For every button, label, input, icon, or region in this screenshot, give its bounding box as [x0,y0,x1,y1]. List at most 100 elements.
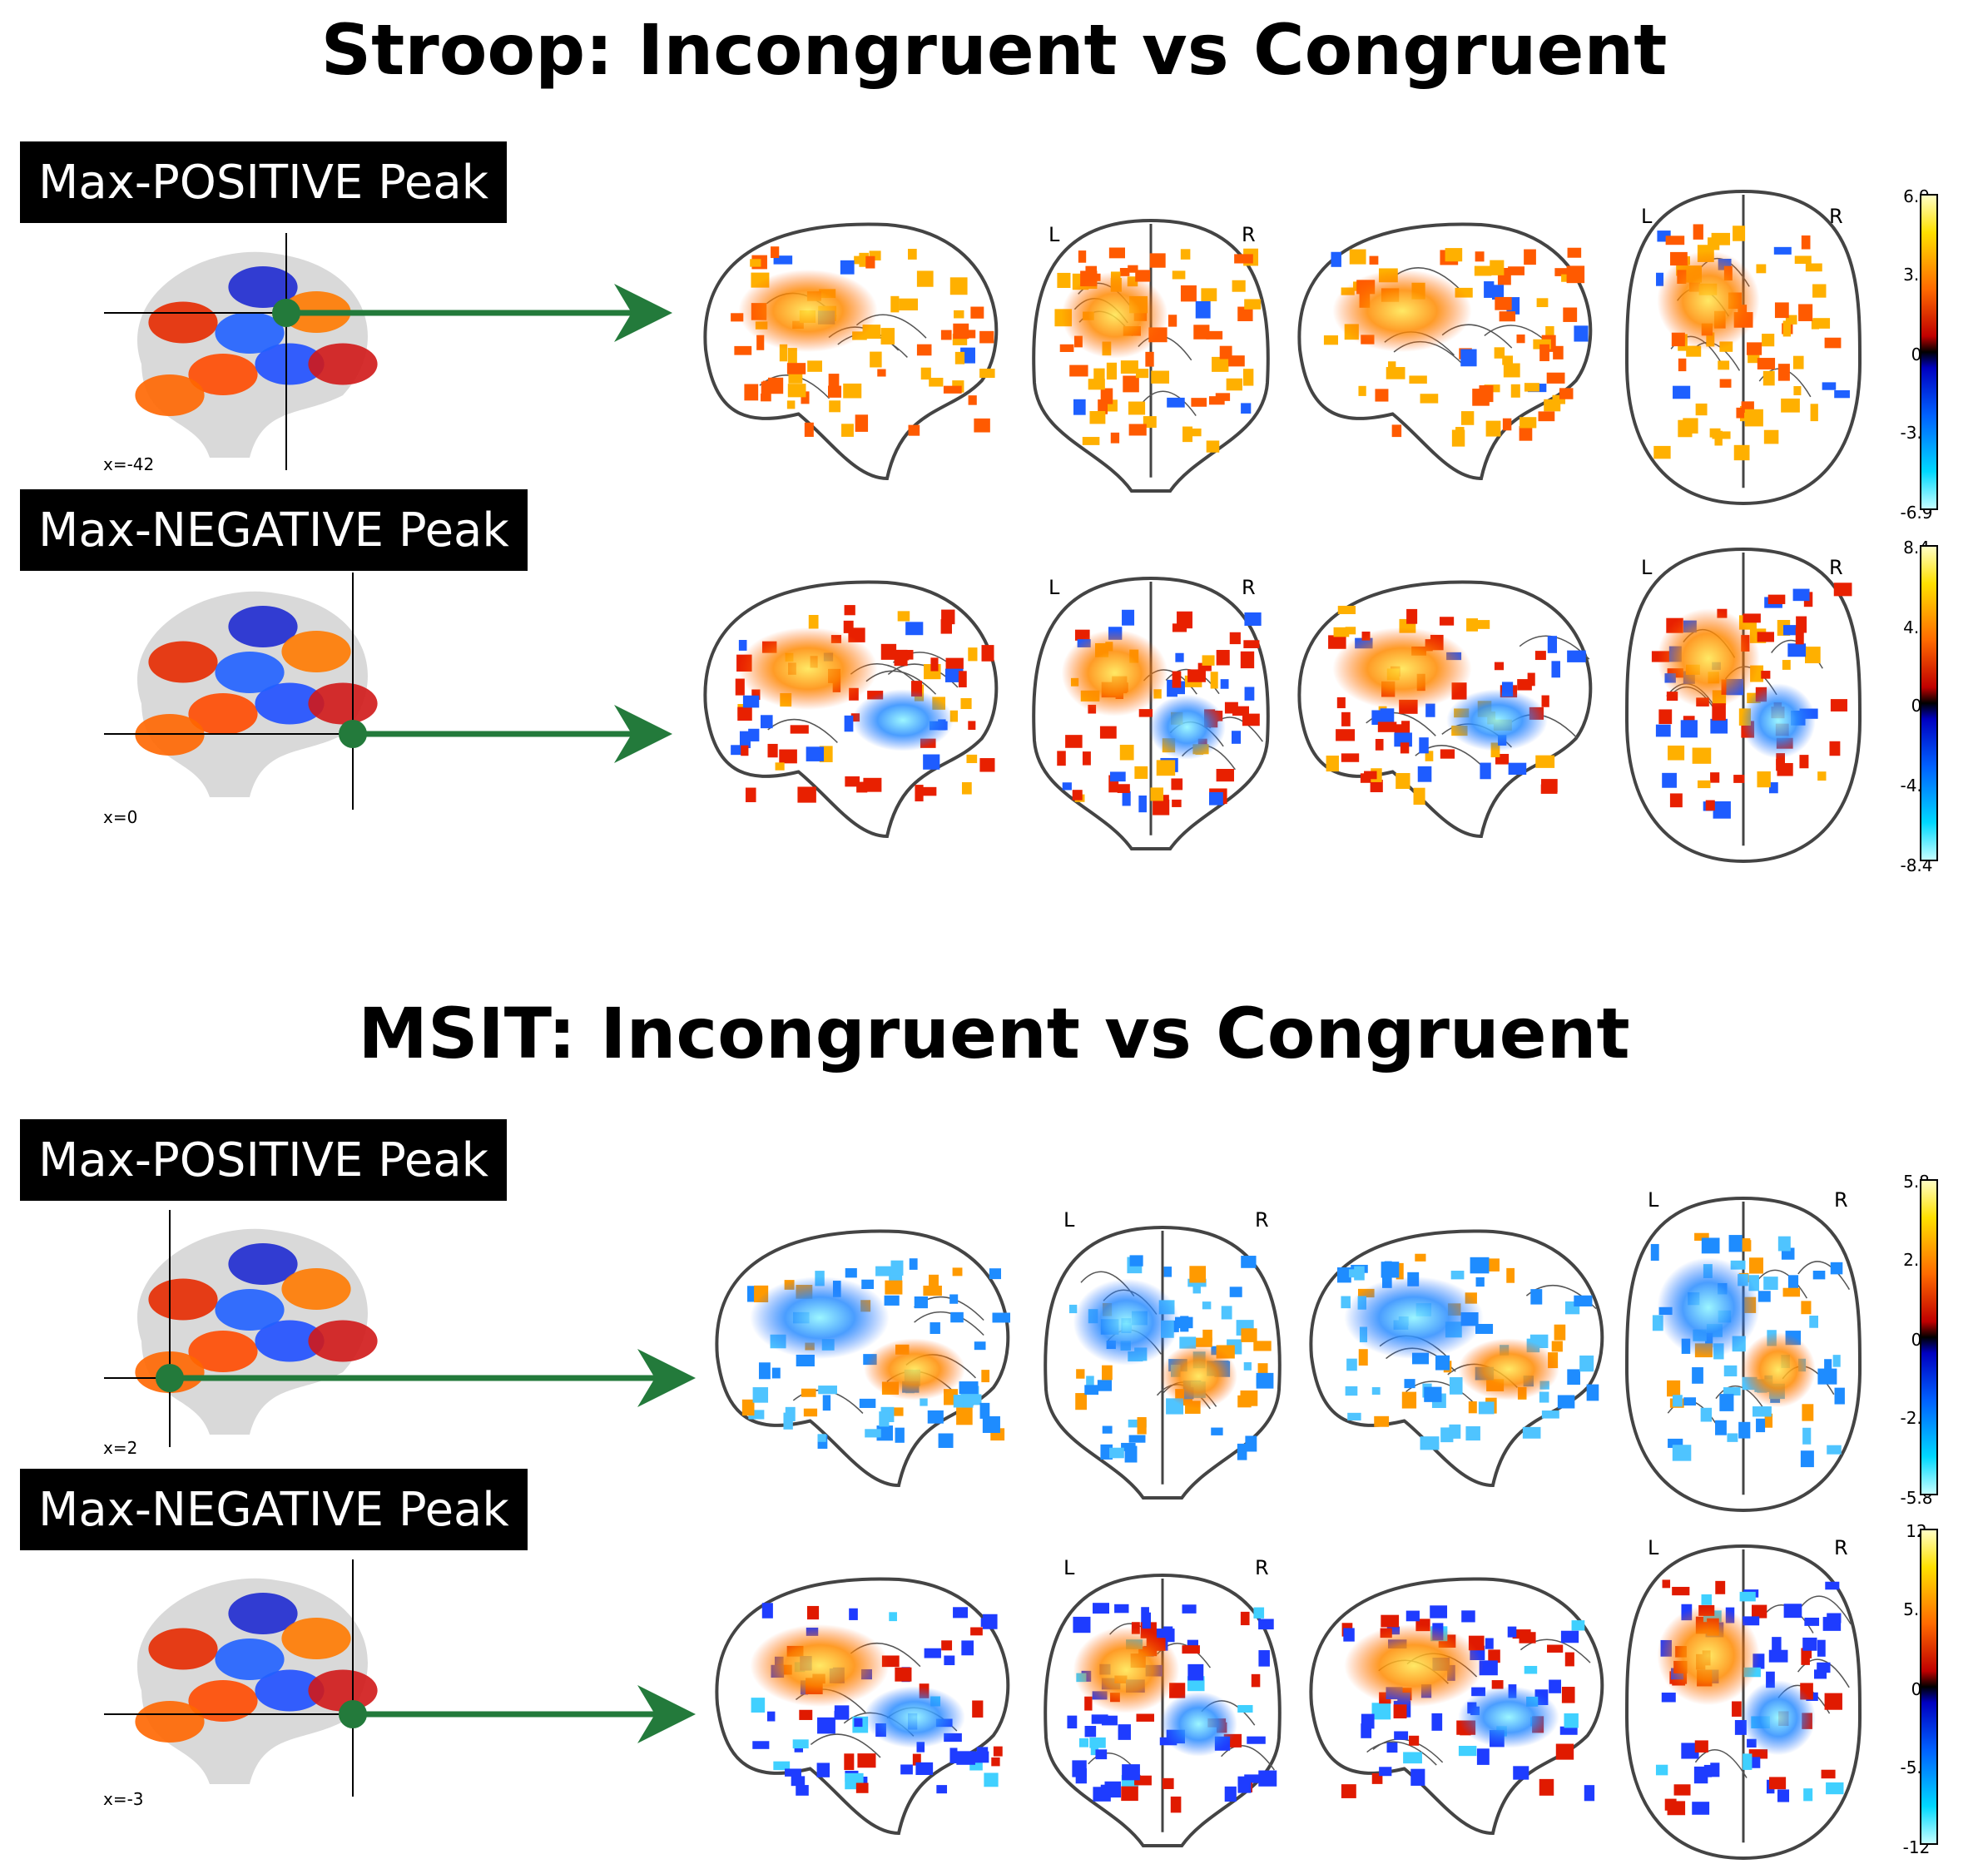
activation-voxel [970,306,984,319]
activation-cluster [1741,1680,1816,1756]
activation-voxel [1137,1416,1147,1435]
activation-voxel [1650,1243,1659,1261]
activation-voxel [803,1408,818,1417]
activation-voxel [1519,1632,1536,1643]
activation-voxel [1371,1387,1381,1396]
activation-voxel [1746,342,1762,355]
activation-voxel [854,1718,863,1728]
activation-blob [228,1243,298,1285]
activation-voxel [1539,1778,1554,1796]
activation-voxel [786,363,806,374]
activation-voxel [1730,1260,1746,1270]
activation-voxel [1163,1626,1173,1636]
activation-voxel [972,1700,984,1718]
colorbar [1920,1179,1938,1495]
activation-voxel [834,1705,850,1718]
activation-voxel [1163,1267,1172,1277]
activation-voxel [1461,1610,1475,1623]
activation-voxel [968,721,976,730]
activation-voxel [844,1753,855,1771]
activation-voxel [1379,1767,1392,1777]
activation-voxel [1798,304,1813,321]
activation-voxel [1536,298,1549,308]
activation-blob [255,343,325,385]
activation-voxel [1768,1649,1788,1663]
activation-voxel [1485,1638,1494,1649]
activation-voxel [744,384,759,401]
activation-voxel [1554,268,1570,276]
activation-voxel [1480,762,1491,780]
activation-voxel [1410,1768,1425,1786]
activation-blob [308,682,378,725]
activation-voxel [1187,1639,1198,1649]
activation-voxel [1212,356,1229,372]
activation-voxel [1336,1267,1351,1283]
glass-brain-outline [715,1229,1010,1488]
activation-voxel [1220,679,1229,689]
activation-voxel [1499,311,1516,322]
activation-voxel [1128,1435,1146,1443]
activation-voxel [1119,268,1130,276]
activation-voxel [1743,1616,1760,1626]
activation-voxel [1197,662,1212,672]
activation-voxel [1574,1295,1593,1306]
activation-voxel [1538,411,1555,422]
activation-voxel [885,1280,903,1295]
activation-voxel [1723,1365,1738,1377]
activation-voxel [1554,1324,1566,1341]
activation-voxel [981,1370,990,1383]
activation-voxel [1662,772,1677,788]
activation-voxel [900,1764,913,1775]
activation-blob [148,1628,218,1670]
activation-voxel [1187,669,1206,682]
activation-voxel [870,351,882,368]
activation-voxel [1762,370,1775,386]
sulcus-line [767,718,838,743]
activation-voxel [1782,660,1791,670]
msit-section-title: MSIT: Incongruent vs Congruent [358,993,1630,1074]
activation-voxel [1189,1266,1207,1283]
activation-voxel [908,424,920,436]
stroop-positive-peak-label: Max-POSITIVE Peak [20,141,508,223]
activation-voxel [1134,1775,1152,1786]
activation-voxel [940,330,952,340]
activation-voxel [1386,367,1405,379]
activation-voxel [907,249,917,260]
activation-voxel [1763,1277,1778,1291]
activation-voxel [927,1410,944,1424]
activation-voxel [1506,1267,1515,1283]
activation-voxel [1358,385,1366,396]
activation-voxel [1237,1443,1247,1460]
activation-voxel [1564,1713,1579,1728]
activation-voxel [818,1386,837,1395]
sulcus-line [914,1311,984,1336]
activation-voxel [1371,710,1385,726]
activation-voxel [1757,358,1776,369]
activation-voxel [1713,801,1731,819]
activation-voxel [1693,224,1703,240]
activation-voxel [1567,650,1586,662]
activation-voxel [1151,370,1170,384]
activation-voxel [1211,1427,1223,1435]
stroop-positive-slice-coord: x=-42 [103,454,155,474]
activation-voxel [1247,1736,1266,1744]
sulcus-line [1715,1385,1768,1415]
activation-voxel [1530,1289,1543,1305]
activation-voxel [1757,632,1775,642]
activation-voxel [1743,1753,1753,1770]
msit-negative-slice-coord: x=-3 [103,1789,144,1809]
activation-voxel [742,695,760,708]
activation-voxel [1224,1786,1237,1802]
activation-voxel [1095,1749,1108,1760]
activation-voxel [1488,1649,1500,1663]
activation-voxel [1134,766,1148,779]
activation-voxel [1336,697,1346,709]
activation-voxel [1534,651,1546,661]
activation-voxel [979,1402,990,1419]
activation-voxel [984,1772,999,1787]
activation-voxel [1118,1724,1131,1740]
activation-voxel [1401,1391,1417,1409]
activation-voxel [1524,249,1536,265]
activation-voxel [1460,411,1475,425]
stroop-positive-axial-left-label: L [1641,205,1653,228]
